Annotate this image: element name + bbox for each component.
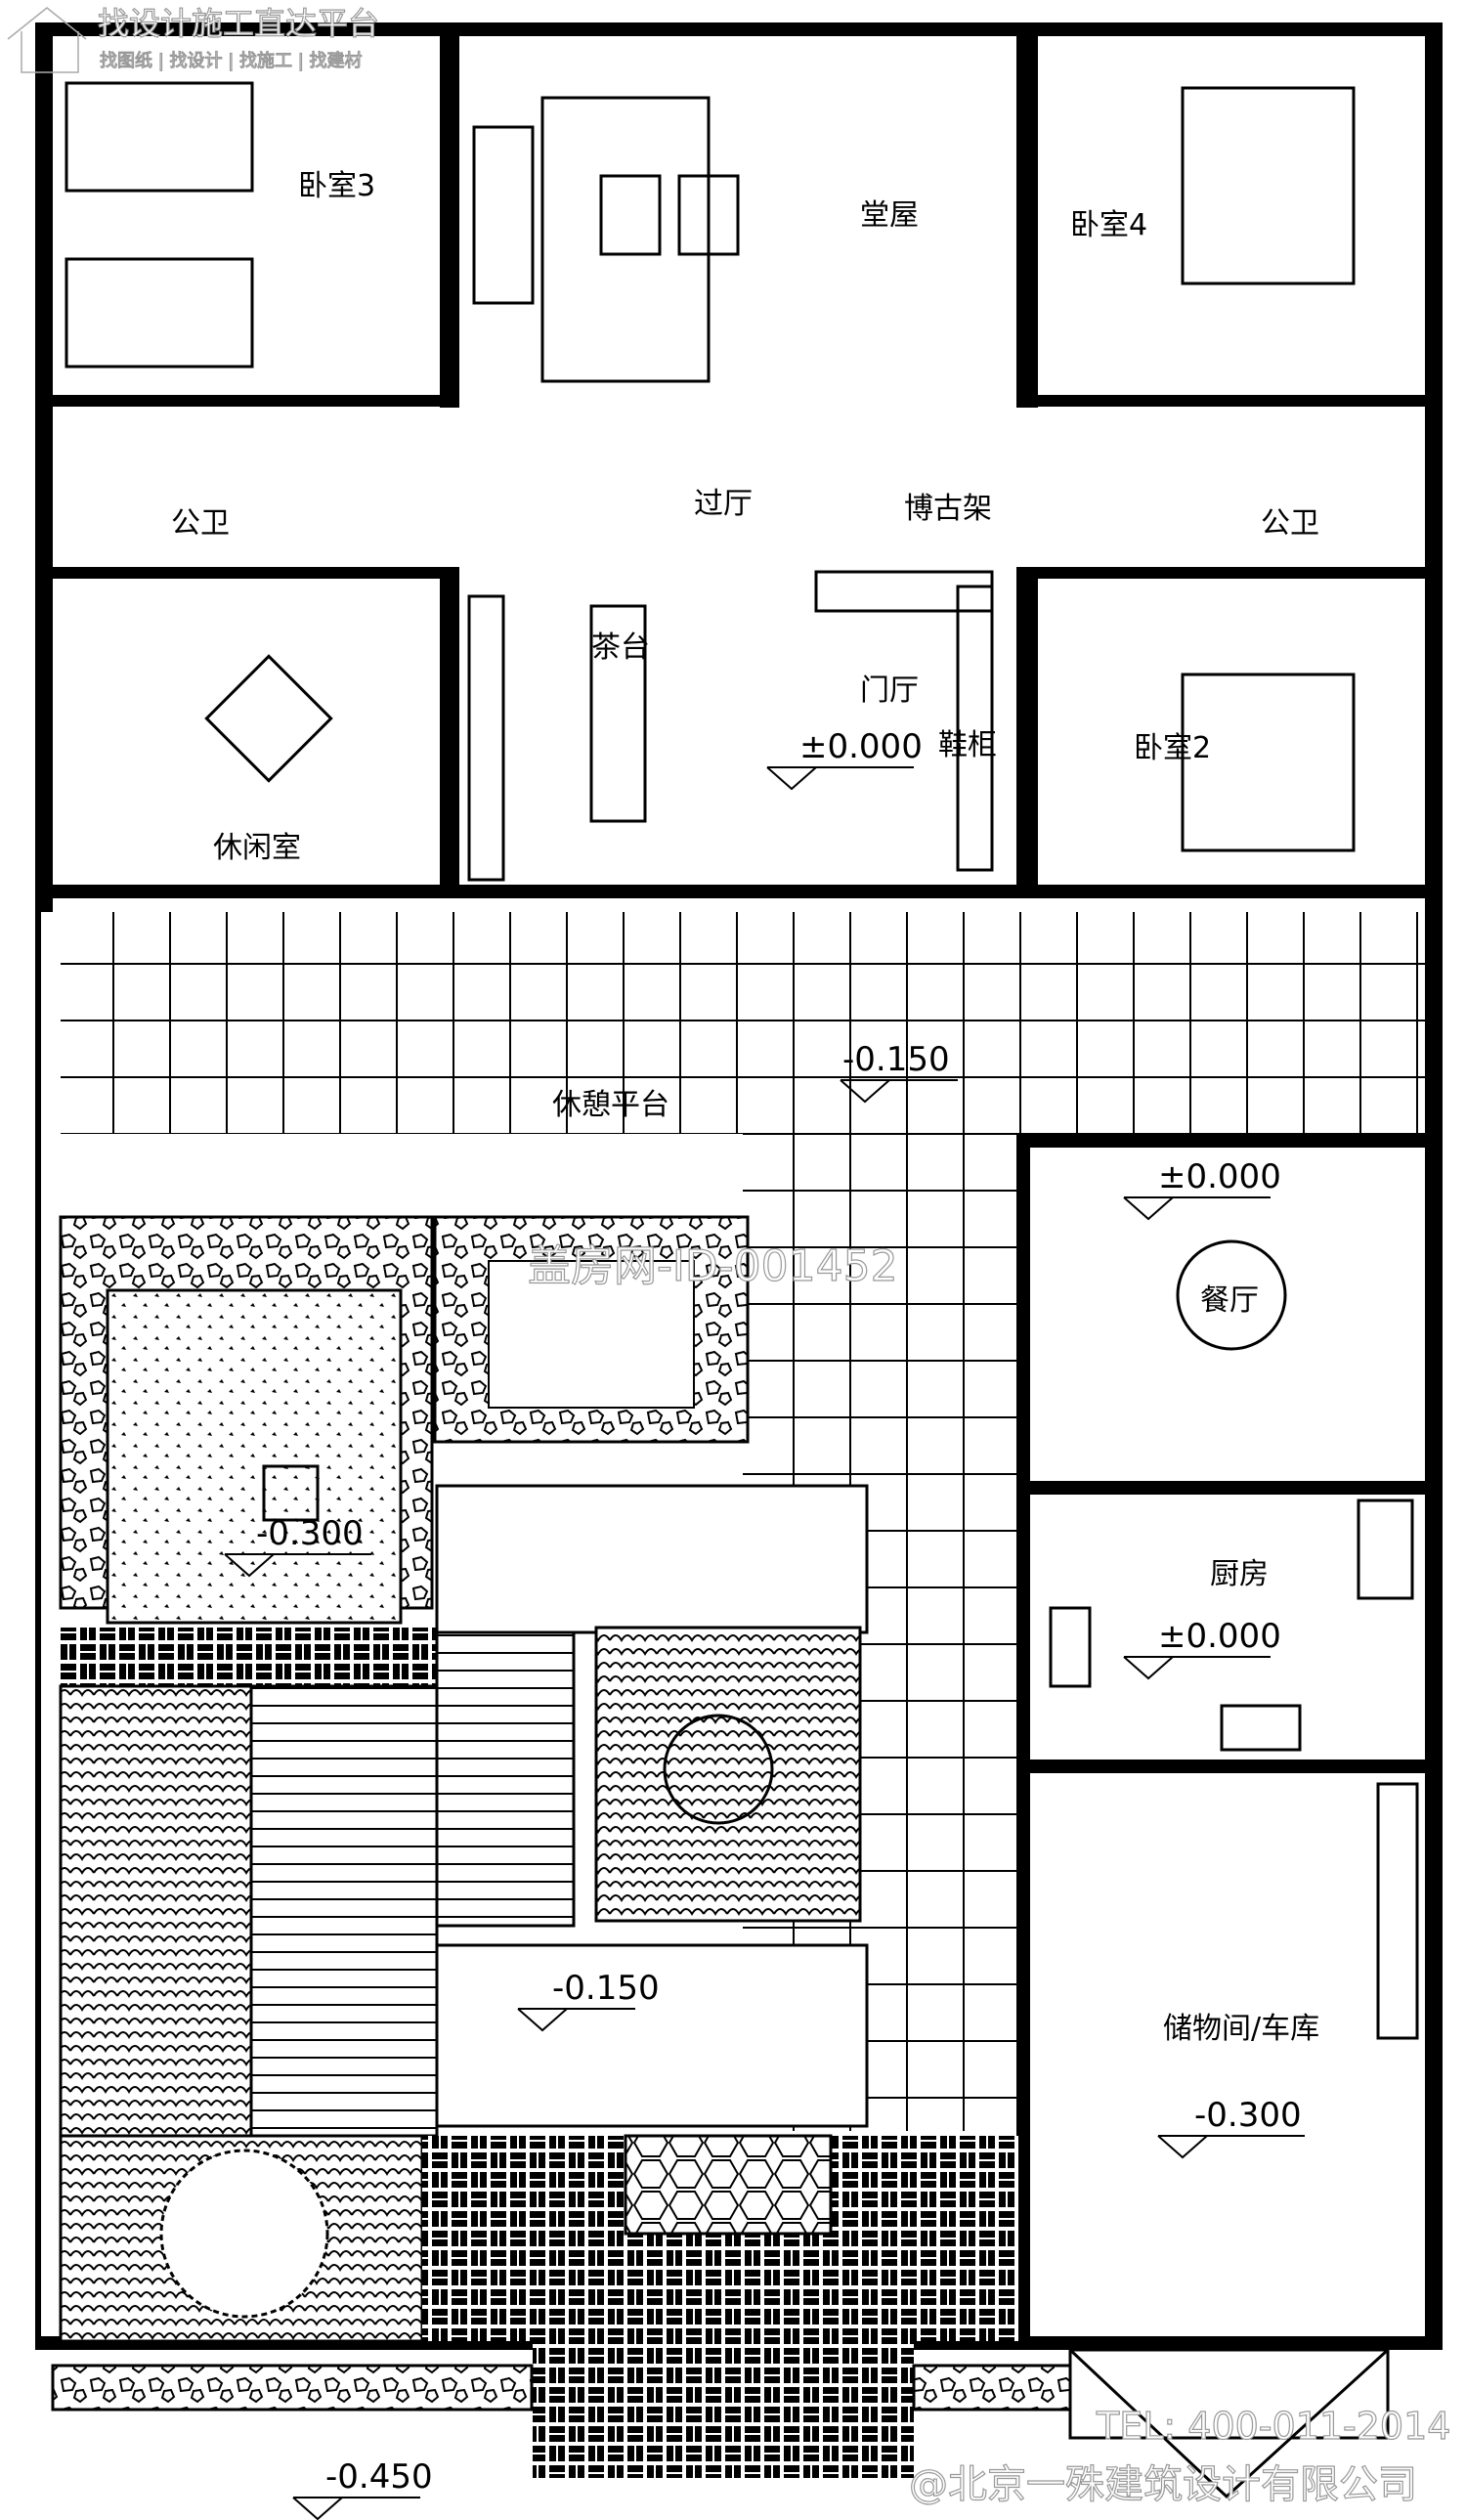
label-leisure-room: 休闲室 (213, 831, 301, 865)
level-entrance: ±0.000 (799, 727, 923, 766)
label-main-hall: 堂屋 (860, 198, 919, 233)
label-dining: 餐厅 (1200, 1283, 1259, 1318)
label-rest-terrace: 休憩平台 (552, 1088, 669, 1122)
label-antique-shelf: 博古架 (904, 492, 992, 526)
watermark-platform-title: 找设计施工直达平台 (98, 5, 379, 42)
label-bedroom4: 卧室4 (1070, 208, 1147, 242)
room-labels: 卧室3 堂屋 卧室4 公卫 过厅 博古架 公卫 茶台 门厅 鞋柜 卧室2 休闲室… (171, 169, 1319, 2046)
interior-walls (53, 36, 1441, 2346)
furniture (65, 81, 1419, 2040)
garage-door (1068, 2348, 1390, 2499)
level-terrace: -0.150 (842, 1040, 950, 1079)
level-dining: ±0.000 (1158, 1157, 1281, 1196)
label-bedroom3: 卧室3 (298, 169, 375, 203)
label-tea-table: 茶台 (591, 630, 650, 665)
level-garage: -0.300 (1194, 2096, 1302, 2135)
watermark-platform-links: 找图纸 | 找设计 | 找施工 | 找建材 (100, 51, 363, 71)
garden (51, 1215, 1072, 2478)
label-bedroom2: 卧室2 (1134, 731, 1211, 765)
terrace-tiles (61, 912, 1425, 1134)
watermark-tel: TEL: 400-011-2014 (1096, 2405, 1450, 2448)
level-marks: ±0.000 -0.150 ±0.000 -0.300 ±0.000 -0.15… (224, 727, 1305, 2520)
watermark-site-id: 盖房网-ID-001452 (528, 1241, 898, 1291)
house-logo (7, 7, 87, 73)
level-courtyard: -0.150 (552, 1969, 660, 2008)
label-bath-right: 公卫 (1261, 506, 1319, 541)
watermarks: 找设计施工直达平台 找图纸 | 找设计 | 找施工 | 找建材 盖房网-ID-0… (7, 4, 1451, 2508)
label-storage-garage: 储物间/车库 (1163, 2012, 1319, 2046)
level-kitchen: ±0.000 (1158, 1617, 1281, 1656)
label-bath-left: 公卫 (171, 506, 230, 541)
level-garden-seating: -0.300 (256, 1514, 364, 1553)
label-entrance-hall: 门厅 (860, 673, 919, 708)
watermark-company: @北京一殊建筑设计有限公司 (909, 2462, 1417, 2507)
label-kitchen: 厨房 (1210, 1557, 1269, 1591)
level-outside: -0.450 (325, 2457, 433, 2497)
label-passage-hall: 过厅 (694, 487, 753, 521)
label-shoe-cabinet: 鞋柜 (938, 728, 997, 762)
